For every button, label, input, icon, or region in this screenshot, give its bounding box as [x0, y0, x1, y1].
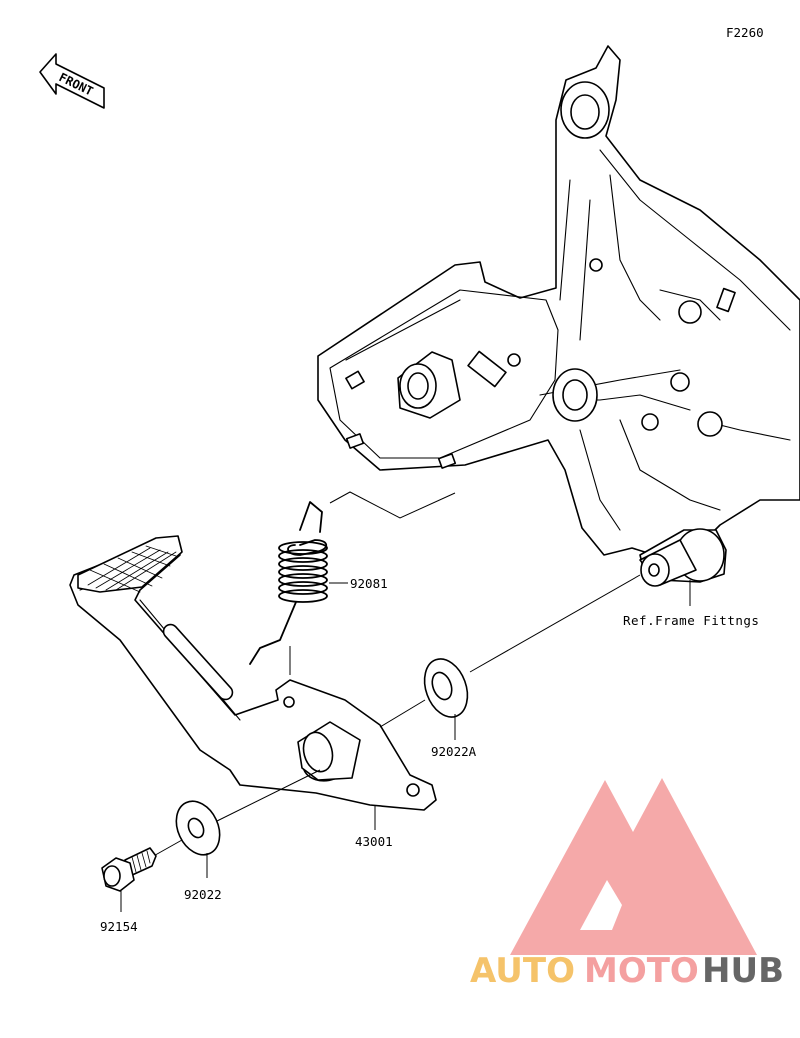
bolt-92154 [101, 847, 157, 892]
washer-92022 [175, 800, 221, 856]
part-label-92154: 92154 [100, 919, 138, 934]
spring-hook-lead [329, 491, 456, 519]
part-label-92081: 92081 [350, 576, 388, 591]
pivot-lead-lower [214, 769, 321, 823]
reference-note: Ref.Frame Fittngs [623, 613, 759, 628]
pivot-lead-upper [469, 574, 641, 673]
part-label-43001: 43001 [355, 834, 393, 849]
watermark-text-moto: MOTO [584, 951, 699, 991]
front-arrow-icon: FRONT [39, 53, 105, 109]
part-label-92022a: 92022A [431, 744, 477, 759]
watermark-text-auto: AUTO [470, 951, 575, 991]
return-spring [249, 501, 328, 665]
frame-bracket [317, 45, 800, 587]
brake-pedal [69, 535, 437, 811]
watermark-triangle-icon [510, 778, 757, 955]
washer-92022a [423, 658, 469, 718]
part-label-92022: 92022 [184, 887, 222, 902]
watermark-text-hub: HUB [702, 951, 784, 991]
pivot-lead-mid [379, 699, 426, 728]
diagram-code: F2260 [726, 25, 764, 40]
watermark-logo [510, 778, 757, 955]
